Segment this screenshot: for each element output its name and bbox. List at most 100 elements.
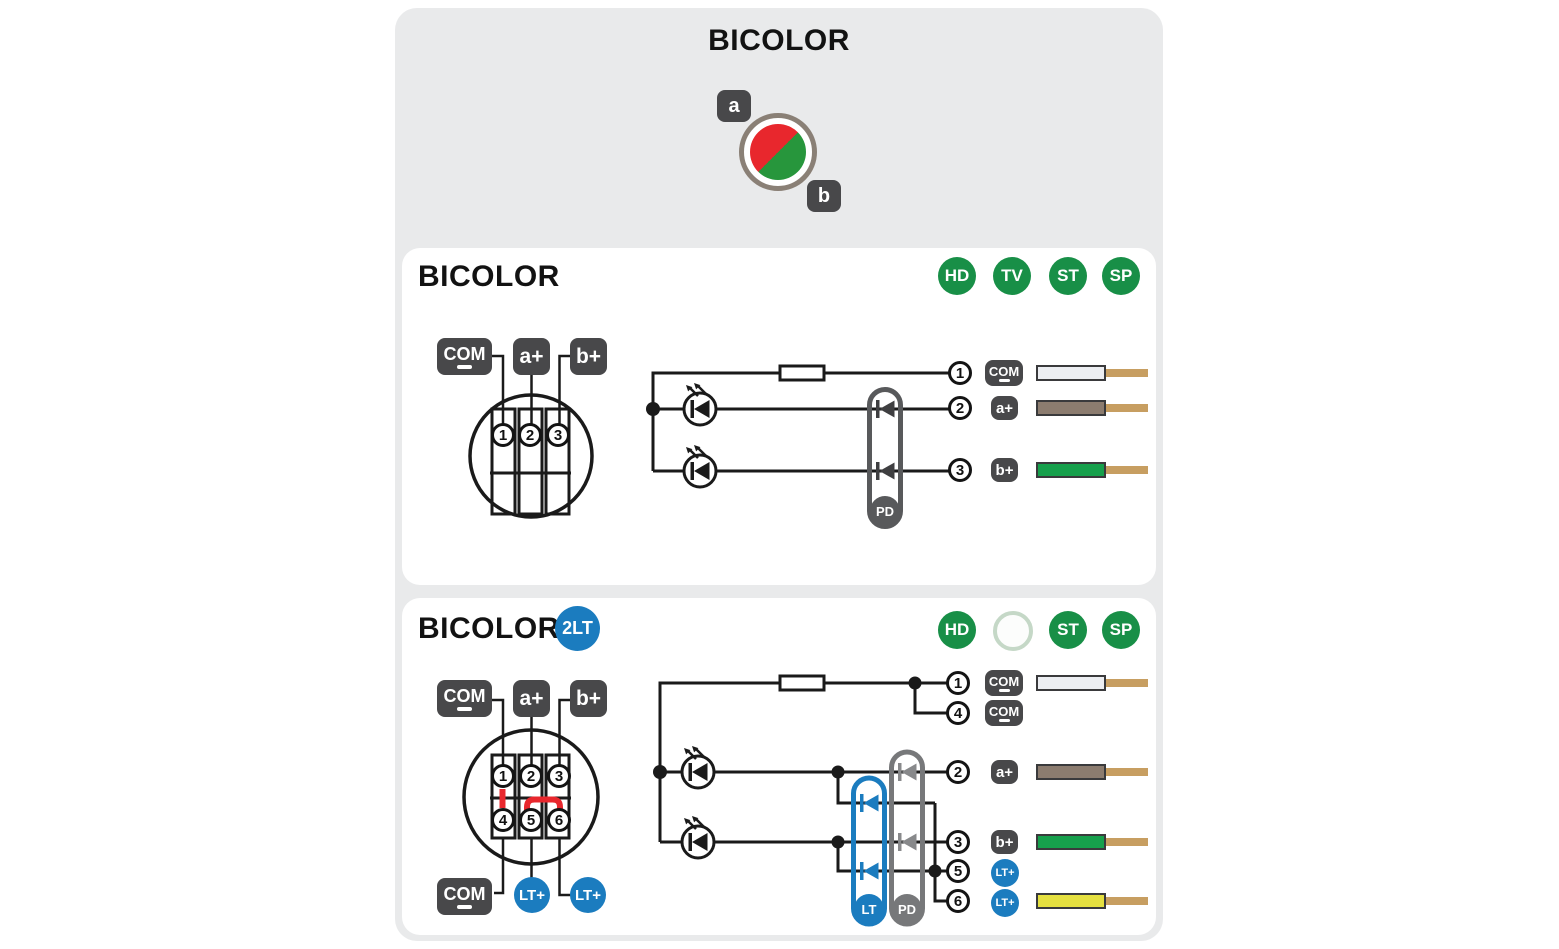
minus-bar bbox=[457, 364, 472, 369]
led-b-icon bbox=[680, 814, 716, 860]
variant-badge-2lt: 2LT bbox=[555, 606, 600, 651]
middle-connector-drawing bbox=[468, 354, 594, 519]
lt-diode-icon bbox=[860, 862, 879, 880]
terminal-label-com-text: COM bbox=[443, 883, 486, 904]
wire-tip bbox=[1106, 768, 1148, 776]
terminal-label-com: COM bbox=[437, 338, 492, 375]
wire-tip bbox=[1106, 369, 1148, 377]
output-label-b-plus: b+ bbox=[991, 458, 1018, 482]
badge-tv-disabled bbox=[993, 611, 1033, 651]
lens-label-a: a bbox=[717, 90, 751, 122]
middle-title: BICOLOR bbox=[418, 260, 560, 293]
terminal-label-com-text: COM bbox=[443, 343, 486, 364]
wire-brown bbox=[1036, 764, 1106, 780]
connector-pin-6: 6 bbox=[547, 808, 571, 832]
junction-dot bbox=[653, 765, 667, 779]
badge-hd: HD bbox=[938, 257, 976, 295]
terminal-label-com-top: COM bbox=[437, 680, 492, 717]
lt-diode-icon bbox=[860, 794, 879, 812]
badge-st: ST bbox=[1049, 611, 1087, 649]
badge-tv: TV bbox=[993, 257, 1031, 295]
terminal-label-lt-plus: LT+ bbox=[514, 877, 550, 913]
lt-pill bbox=[851, 775, 887, 927]
minus-bar bbox=[998, 718, 1010, 722]
protection-diode-icon bbox=[876, 400, 895, 418]
output-pin-2: 2 bbox=[948, 396, 972, 420]
wire-tip bbox=[1106, 897, 1148, 905]
minus-bar bbox=[998, 688, 1010, 692]
badge-sp: SP bbox=[1102, 611, 1140, 649]
wire-tip bbox=[1106, 679, 1148, 687]
middle-schematic bbox=[646, 364, 949, 529]
output-label-a-plus: a+ bbox=[991, 396, 1018, 420]
output-pin-6: 6 bbox=[946, 889, 970, 913]
led-b-icon bbox=[682, 443, 718, 489]
resistor bbox=[778, 364, 826, 382]
connector-pin-5: 5 bbox=[519, 808, 543, 832]
output-label-com-1: COM bbox=[985, 670, 1023, 696]
led-a-icon bbox=[680, 744, 716, 790]
junction-dot bbox=[928, 864, 942, 878]
jumper-5-6 bbox=[524, 796, 563, 813]
wire-tip bbox=[1106, 838, 1148, 846]
terminal-label-b-plus: b+ bbox=[570, 680, 607, 717]
protection-diode-icon bbox=[876, 462, 895, 480]
bottom-schematic bbox=[653, 674, 947, 927]
output-label-a-plus: a+ bbox=[991, 760, 1018, 784]
connector-pin-1: 1 bbox=[491, 423, 515, 447]
wire-yellow bbox=[1036, 893, 1106, 909]
output-pin-1: 1 bbox=[946, 671, 970, 695]
wire-brown bbox=[1036, 400, 1106, 416]
output-label-lt-plus: LT+ bbox=[991, 889, 1019, 917]
connector-pin-1: 1 bbox=[491, 764, 515, 788]
bottom-title: BICOLOR bbox=[418, 612, 560, 645]
connector-pin-2: 2 bbox=[519, 764, 543, 788]
junction-dot bbox=[646, 402, 660, 416]
protection-diode-icon bbox=[898, 763, 917, 781]
connector-pin-3: 3 bbox=[547, 764, 571, 788]
output-pin-1: 1 bbox=[948, 361, 972, 385]
wire-white bbox=[1036, 675, 1106, 691]
wire-white bbox=[1036, 365, 1106, 381]
pd-pill bbox=[889, 749, 925, 927]
terminal-label-com-text: COM bbox=[443, 685, 486, 706]
protection-diode-icon bbox=[898, 833, 917, 851]
wire-green bbox=[1036, 462, 1106, 478]
output-pin-4: 4 bbox=[946, 701, 970, 725]
pd-pill bbox=[867, 387, 903, 529]
lt-label: LT bbox=[854, 894, 884, 924]
junction-dot bbox=[908, 676, 922, 690]
connector-pin-3: 3 bbox=[546, 423, 570, 447]
terminal-label-b-plus: b+ bbox=[570, 338, 607, 375]
output-pin-3: 3 bbox=[946, 830, 970, 854]
top-title: BICOLOR bbox=[708, 24, 850, 57]
terminal-label-a-plus: a+ bbox=[513, 680, 550, 717]
badge-sp: SP bbox=[1102, 257, 1140, 295]
connector-pin-2: 2 bbox=[518, 423, 542, 447]
wire-tip bbox=[1106, 404, 1148, 412]
output-label-com-text: COM bbox=[988, 363, 1020, 379]
wire-green bbox=[1036, 834, 1106, 850]
output-label-b-plus: b+ bbox=[991, 830, 1018, 854]
led-a-icon bbox=[682, 381, 718, 427]
output-label-lt-plus: LT+ bbox=[991, 859, 1019, 887]
lens-label-b: b bbox=[807, 180, 841, 212]
bicolor-lens-colors bbox=[750, 124, 806, 180]
output-pin-5: 5 bbox=[946, 859, 970, 883]
panel-bicolor bbox=[402, 248, 1156, 585]
wire-tip bbox=[1106, 466, 1148, 474]
output-label-com-text: COM bbox=[988, 673, 1020, 689]
terminal-label-a-plus: a+ bbox=[513, 338, 550, 375]
bottom-connector-drawing bbox=[462, 698, 600, 897]
badge-st: ST bbox=[1049, 257, 1087, 295]
terminal-label-lt-plus: LT+ bbox=[570, 877, 606, 913]
pd-label: PD bbox=[870, 496, 900, 526]
minus-bar bbox=[457, 706, 472, 711]
pd-label: PD bbox=[892, 894, 922, 924]
output-label-com: COM bbox=[985, 360, 1023, 386]
minus-bar bbox=[457, 904, 472, 909]
terminal-label-com-bottom: COM bbox=[437, 878, 492, 915]
badge-hd: HD bbox=[938, 611, 976, 649]
junction-dot bbox=[831, 835, 845, 849]
